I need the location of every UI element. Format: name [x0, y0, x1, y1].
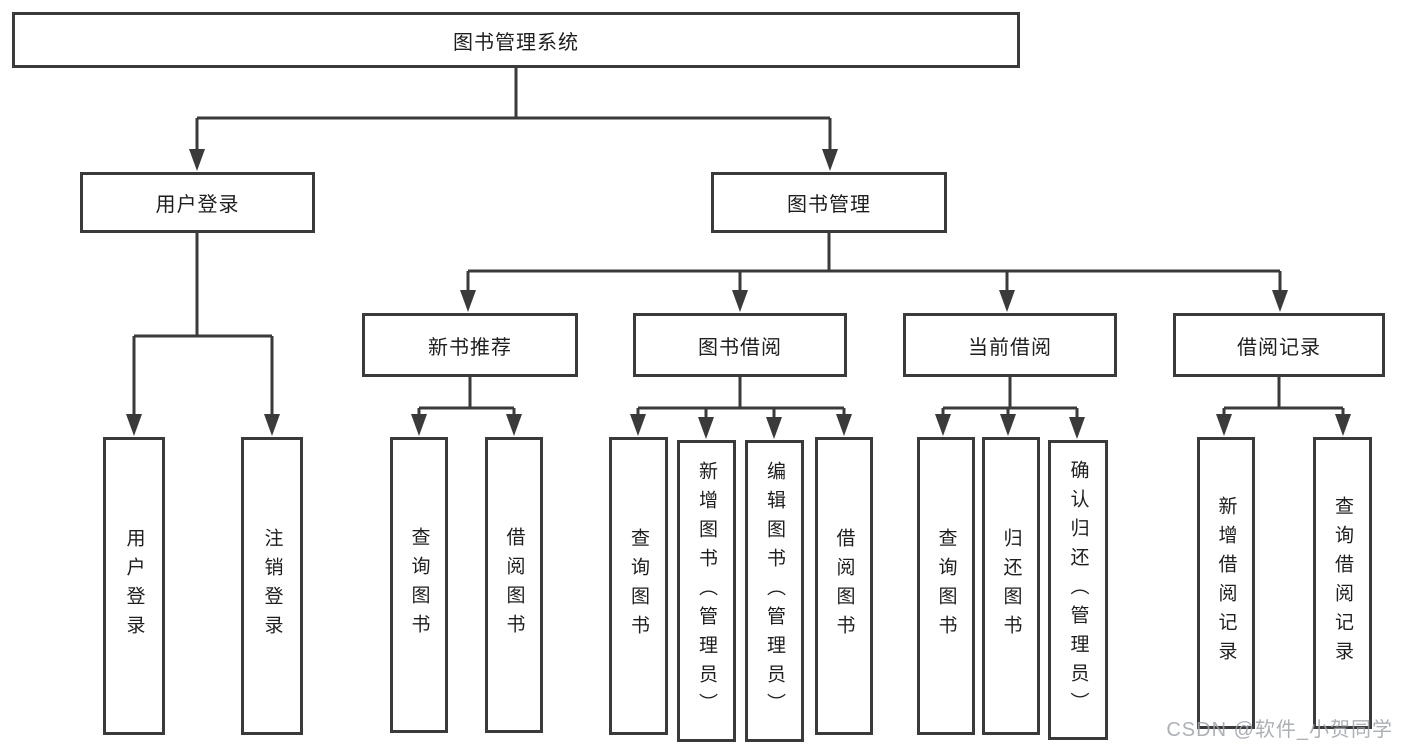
node-new-book-recommend-label: 新书推荐 [428, 336, 512, 359]
leaf-edit-books-admin: 编辑图书（管理员） [745, 440, 804, 742]
leaf-borrow-books-label: 借阅图书 [833, 528, 855, 644]
leaf-query-books-recommend-label: 查询图书 [408, 527, 430, 643]
leaf-query-borrow-record: 查询借阅记录 [1313, 437, 1372, 729]
node-borrow-records: 借阅记录 [1173, 313, 1385, 377]
leaf-query-books-current-label: 查询图书 [935, 528, 957, 644]
watermark: CSDN @软件_小贺同学 [1166, 719, 1393, 741]
leaf-logout-label: 注销登录 [261, 528, 283, 644]
leaf-confirm-return-admin-label: 确认归还（管理员） [1067, 459, 1089, 721]
node-user-login-label: 用户登录 [155, 194, 240, 216]
node-current-borrow: 当前借阅 [903, 313, 1117, 377]
leaf-return-books-label: 归还图书 [1000, 528, 1022, 644]
leaf-confirm-return-admin: 确认归还（管理员） [1048, 440, 1108, 740]
node-book-management: 图书管理 [711, 172, 947, 233]
node-book-borrow-label: 图书借阅 [698, 336, 782, 359]
leaf-query-books-recommend: 查询图书 [390, 437, 448, 733]
arrowheads [126, 149, 1351, 439]
leaf-add-borrow-record-label: 新增借阅记录 [1215, 496, 1237, 670]
node-book-management-label: 图书管理 [787, 194, 871, 216]
leaf-borrow-books-recommend: 借阅图书 [485, 437, 543, 733]
leaf-query-books-current: 查询图书 [917, 437, 975, 735]
leaf-add-books-admin-label: 新增图书（管理员） [696, 460, 717, 722]
leaf-user-login: 用户登录 [103, 437, 165, 735]
leaf-query-books-borrow: 查询图书 [609, 437, 668, 735]
leaf-borrow-books-recommend-label: 借阅图书 [503, 527, 525, 643]
leaf-edit-books-admin-label: 编辑图书（管理员） [764, 460, 785, 722]
node-borrow-records-label: 借阅记录 [1237, 336, 1321, 359]
node-new-book-recommend: 新书推荐 [362, 313, 578, 377]
leaf-query-borrow-record-label: 查询借阅记录 [1332, 496, 1353, 670]
node-book-borrow: 图书借阅 [633, 313, 847, 377]
leaf-query-books-borrow-label: 查询图书 [628, 528, 649, 644]
node-root-label: 图书管理系统 [453, 31, 579, 54]
leaf-add-books-admin: 新增图书（管理员） [677, 440, 736, 742]
node-user-login: 用户登录 [80, 172, 315, 233]
leaf-user-login-label: 用户登录 [123, 528, 145, 644]
leaf-logout: 注销登录 [241, 437, 303, 735]
leaf-add-borrow-record: 新增借阅记录 [1197, 437, 1255, 729]
node-current-borrow-label: 当前借阅 [968, 336, 1052, 359]
leaf-return-books: 归还图书 [982, 437, 1040, 735]
leaf-borrow-books: 借阅图书 [815, 437, 873, 735]
node-root-system: 图书管理系统 [12, 12, 1020, 68]
